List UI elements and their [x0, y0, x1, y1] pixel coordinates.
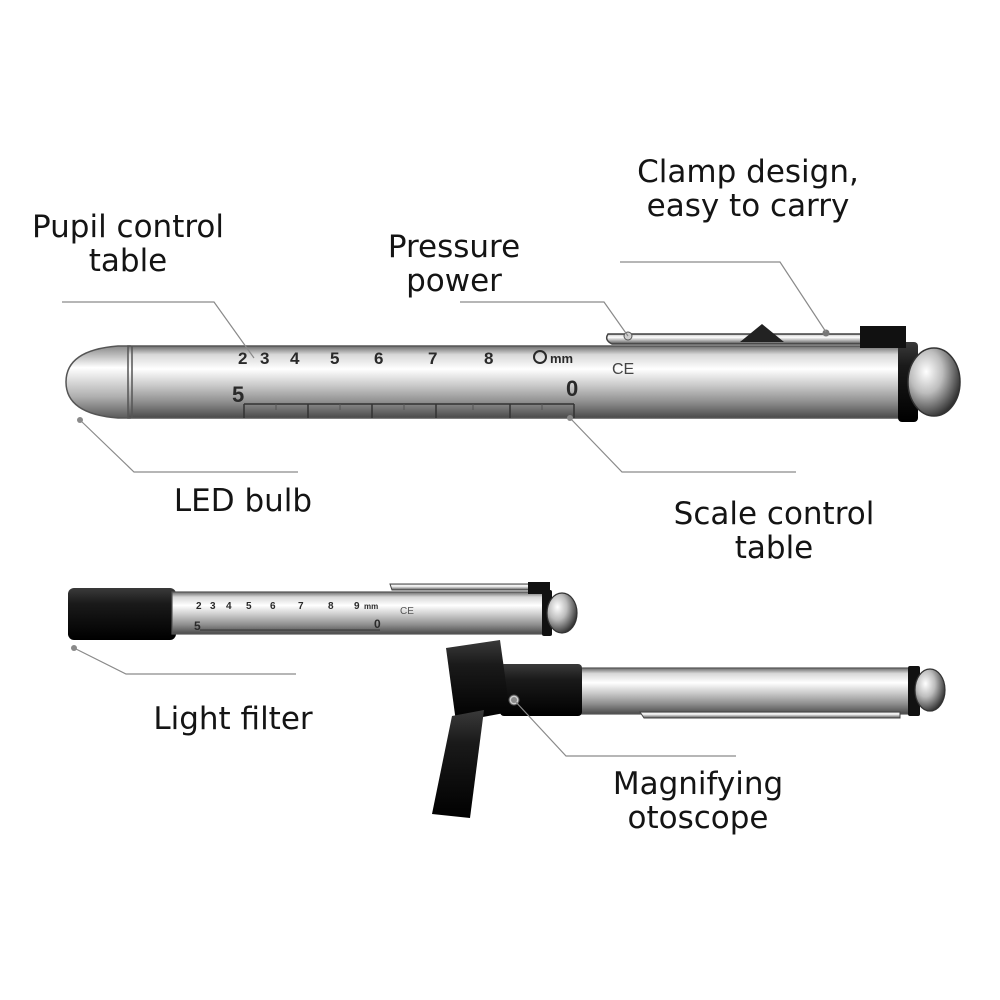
filter-label-line1: Light filter — [153, 701, 313, 737]
large-pen-barrel — [127, 345, 909, 419]
pupil-number: 3 — [210, 601, 216, 612]
otoscope-label-line1: Magnifying — [612, 766, 784, 802]
pupil-number: 2 — [238, 349, 247, 368]
pupil-number: 5 — [246, 601, 252, 612]
pupil-label-line1: Pupil control — [31, 209, 224, 245]
pressure-label-line2: power — [406, 263, 502, 299]
large-pen-clip — [605, 333, 881, 345]
large-pen-pupil-gauge: 2 3 4 5 6 7 8 mm — [238, 349, 573, 368]
led-marker — [77, 417, 83, 423]
scale-label-line2: table — [734, 530, 814, 566]
pressure-leader-line — [460, 301, 629, 337]
pupil-number: 8 — [484, 349, 493, 368]
scale-start: 5 — [232, 382, 244, 407]
pupil-number: 7 — [298, 601, 304, 612]
large-pen-scale-ruler: 5 0 — [232, 376, 578, 418]
large-pen-end-cap — [907, 347, 961, 417]
led-label-line1: LED bulb — [173, 483, 313, 519]
clamp-leader-line — [620, 261, 827, 333]
pupil-number: 5 — [330, 349, 339, 368]
large-pen-tip — [65, 345, 131, 419]
small-pen-pupil-gauge: 2 3 4 5 6 7 8 9 mm — [196, 601, 378, 612]
pupil-number: 9 — [354, 601, 360, 612]
otoscope-leader-line — [513, 699, 736, 757]
filter-leader-line — [73, 647, 296, 675]
ce-mark: CE — [612, 361, 634, 378]
scale-start: 5 — [194, 619, 201, 633]
otoscope-head — [500, 664, 582, 716]
small-pen-end-cap — [546, 592, 578, 634]
scale-label-line1: Scale control — [673, 496, 875, 532]
scale-end: 0 — [566, 376, 578, 401]
pressure-label: Pressure power — [372, 230, 536, 298]
clamp-label-line2: easy to carry — [646, 188, 850, 224]
large-penlight: 2 3 4 5 6 7 8 mm CE 5 0 — [65, 324, 961, 422]
pupil-number: 6 — [374, 349, 383, 368]
pupil-number: 3 — [260, 349, 269, 368]
small-pen-barrel — [171, 591, 551, 635]
large-pen-clip-base — [860, 326, 906, 348]
large-pen-pressure-button — [740, 324, 784, 342]
pupil-number: 4 — [290, 349, 300, 368]
pupil-leader-line — [62, 301, 255, 359]
pupil-label-line2: table — [88, 243, 168, 279]
pressure-label-line1: Pressure — [387, 229, 521, 265]
pupil-dot-icon — [533, 350, 547, 364]
scale-leader-line — [569, 417, 796, 473]
pupil-label: Pupil control table — [18, 210, 238, 278]
otoscope-label-line2: otoscope — [627, 800, 769, 836]
otoscope-marker — [511, 697, 517, 703]
leader-lines — [62, 261, 827, 757]
led-leader-line — [79, 419, 298, 473]
pupil-number: 8 — [328, 601, 334, 612]
scale-marker — [567, 415, 573, 421]
small-penlight: 2 3 4 5 6 7 8 9 mm CE 5 0 — [68, 582, 578, 640]
otoscope-pen-end-cap — [914, 668, 946, 712]
pupil-number: 4 — [226, 601, 232, 612]
otoscope-pen-barrel — [577, 667, 919, 715]
otoscope-label: Magnifying otoscope — [600, 767, 796, 835]
filter-marker — [71, 645, 77, 651]
clamp-label: Clamp design, easy to carry — [618, 155, 878, 223]
scale-end: 0 — [374, 617, 381, 631]
ce-mark: CE — [400, 606, 414, 617]
scale-label: Scale control table — [664, 497, 884, 565]
light-filter-cap — [68, 588, 176, 640]
otoscope-body — [446, 640, 510, 722]
otoscope-speculum — [432, 710, 484, 818]
otoscope-penlight — [432, 640, 946, 818]
pupil-number: 7 — [428, 349, 437, 368]
pupil-unit: mm — [550, 351, 573, 366]
filter-label: Light filter — [140, 702, 326, 736]
pupil-unit: mm — [364, 602, 378, 611]
pupil-number: 2 — [196, 601, 202, 612]
led-label: LED bulb — [160, 484, 326, 518]
clamp-label-line1: Clamp design, — [637, 154, 859, 190]
pupil-number: 6 — [270, 601, 276, 612]
